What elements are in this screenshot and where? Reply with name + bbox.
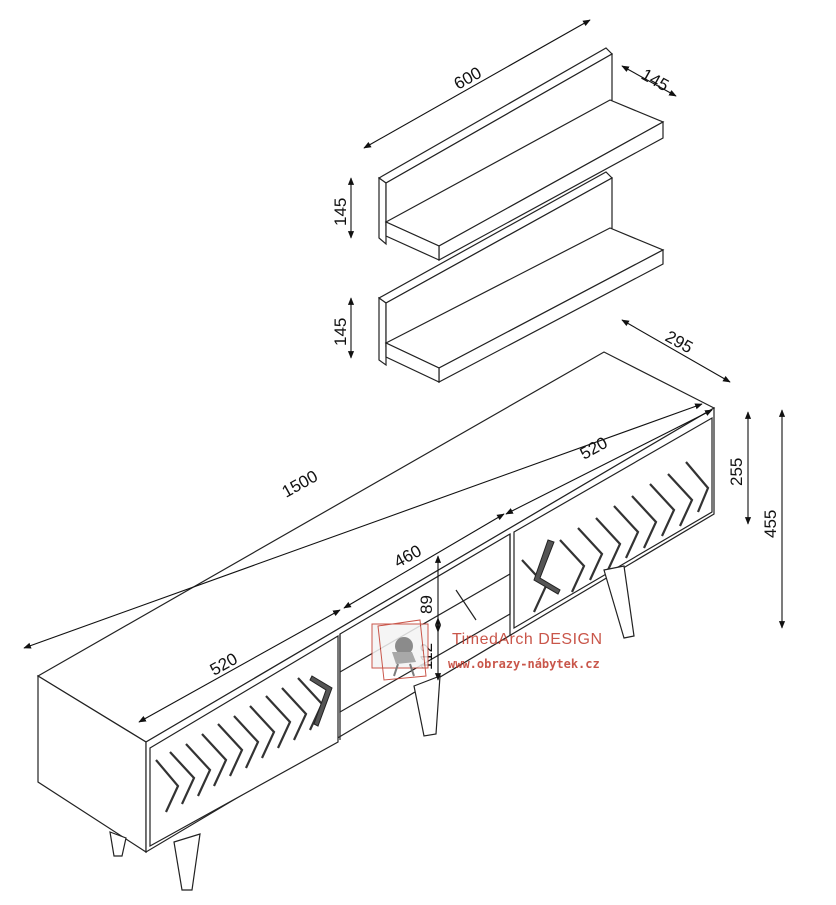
tv-cabinet [36, 351, 716, 891]
watermark-url: www.obrazy-nábytek.cz [448, 657, 600, 671]
dim-total-height: 455 [761, 510, 780, 538]
dim-middle-upper-height: 89 [417, 595, 436, 614]
watermark-logo [371, 619, 429, 681]
dim-cabinet-length: 1500 [279, 467, 321, 502]
watermark: TimedArch DESIGN www.obrazy-nábytek.cz [371, 619, 603, 681]
dim-cabinet-depth: 295 [662, 327, 696, 357]
dim-shelf-length: 600 [451, 63, 485, 93]
lower-shelf [377, 171, 665, 383]
dim-shelf-height-upper: 145 [331, 198, 350, 226]
watermark-brand: TimedArch DESIGN [452, 631, 603, 648]
dim-shelf-height-lower: 145 [331, 318, 350, 346]
dim-body-height: 255 [727, 458, 746, 486]
dimension-lines [23, 19, 786, 723]
